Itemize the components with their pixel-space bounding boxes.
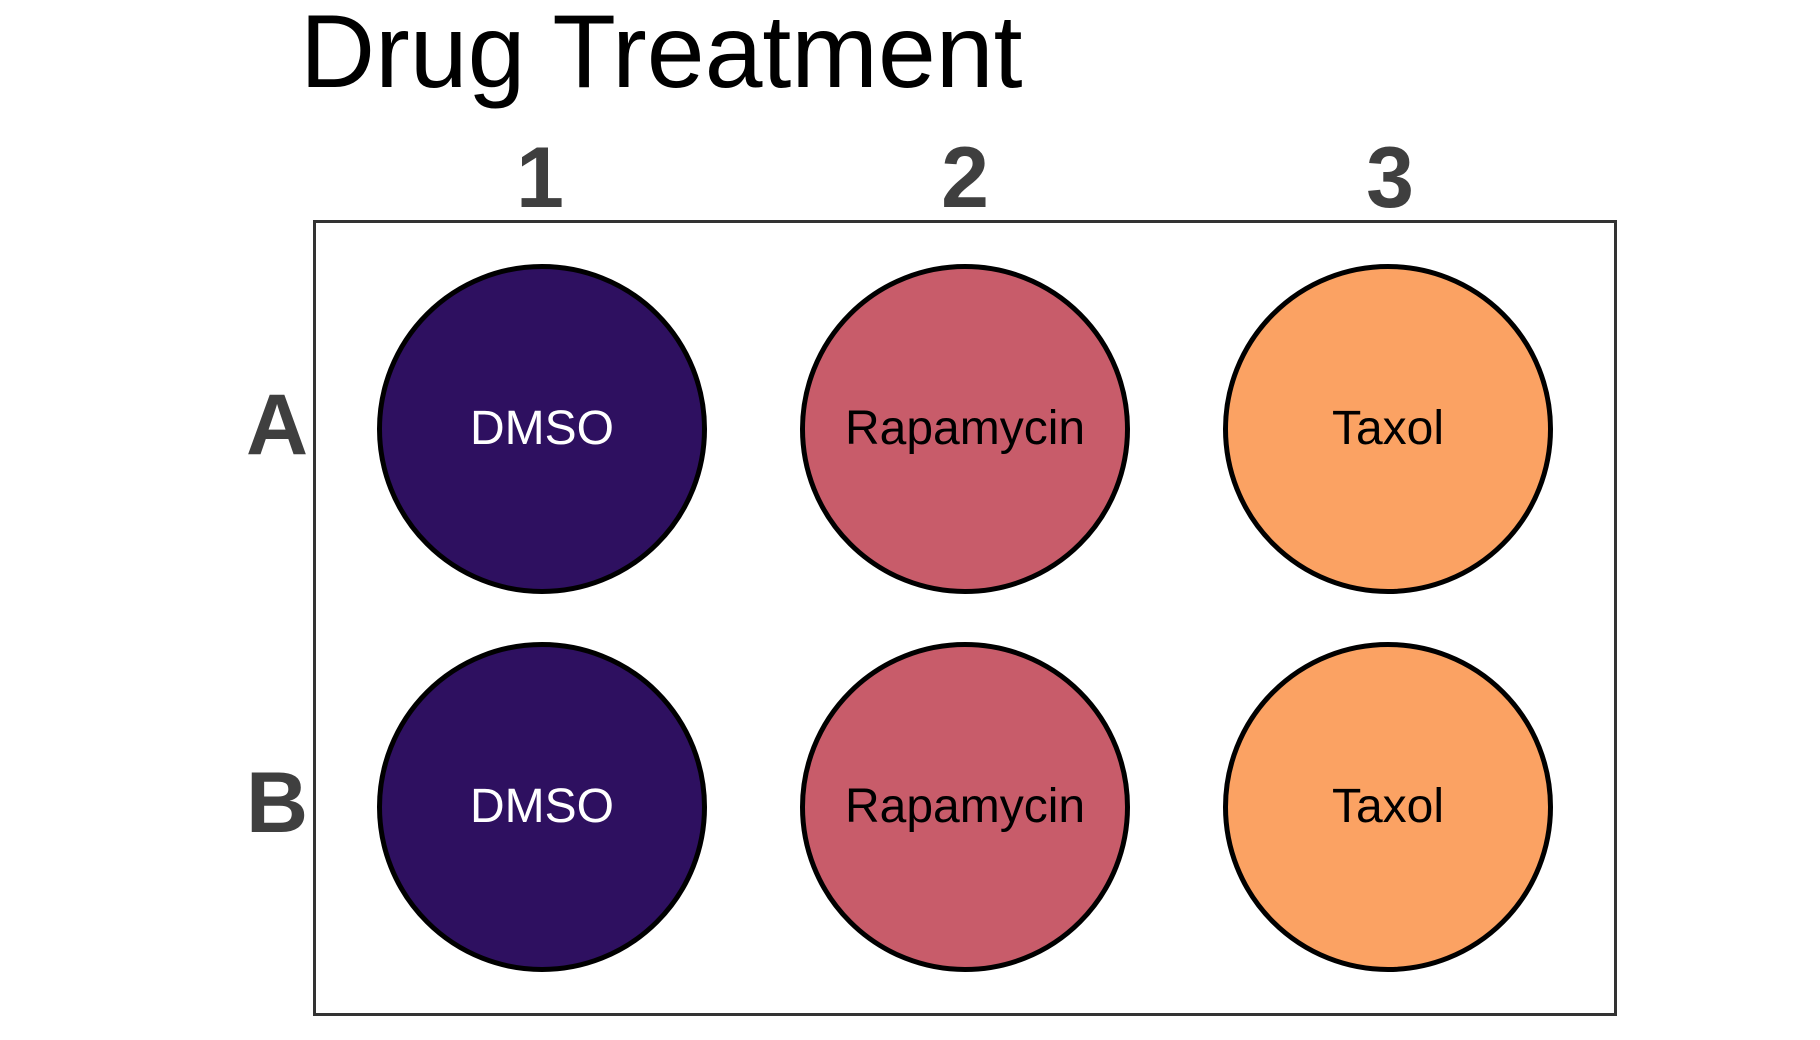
well-A1: DMSO	[377, 264, 707, 594]
column-label-2: 2	[941, 130, 989, 226]
well-A1-label: DMSO	[470, 402, 614, 455]
row-label-B: B	[245, 755, 309, 851]
well-A2: Rapamycin	[800, 264, 1130, 594]
well-B3: Taxol	[1223, 642, 1553, 972]
column-label-3: 3	[1366, 130, 1414, 226]
well-A3: Taxol	[1223, 264, 1553, 594]
figure-title: Drug Treatment	[300, 0, 1023, 110]
well-B2: Rapamycin	[800, 642, 1130, 972]
row-label-A: A	[245, 377, 309, 473]
well-B1: DMSO	[377, 642, 707, 972]
well-A2-label: Rapamycin	[844, 402, 1086, 455]
well-B1-label: DMSO	[470, 780, 614, 833]
well-B3-label: Taxol	[1331, 780, 1445, 833]
well-B2-label: Rapamycin	[844, 780, 1086, 833]
column-label-1: 1	[516, 130, 564, 226]
well-A3-label: Taxol	[1331, 402, 1445, 455]
